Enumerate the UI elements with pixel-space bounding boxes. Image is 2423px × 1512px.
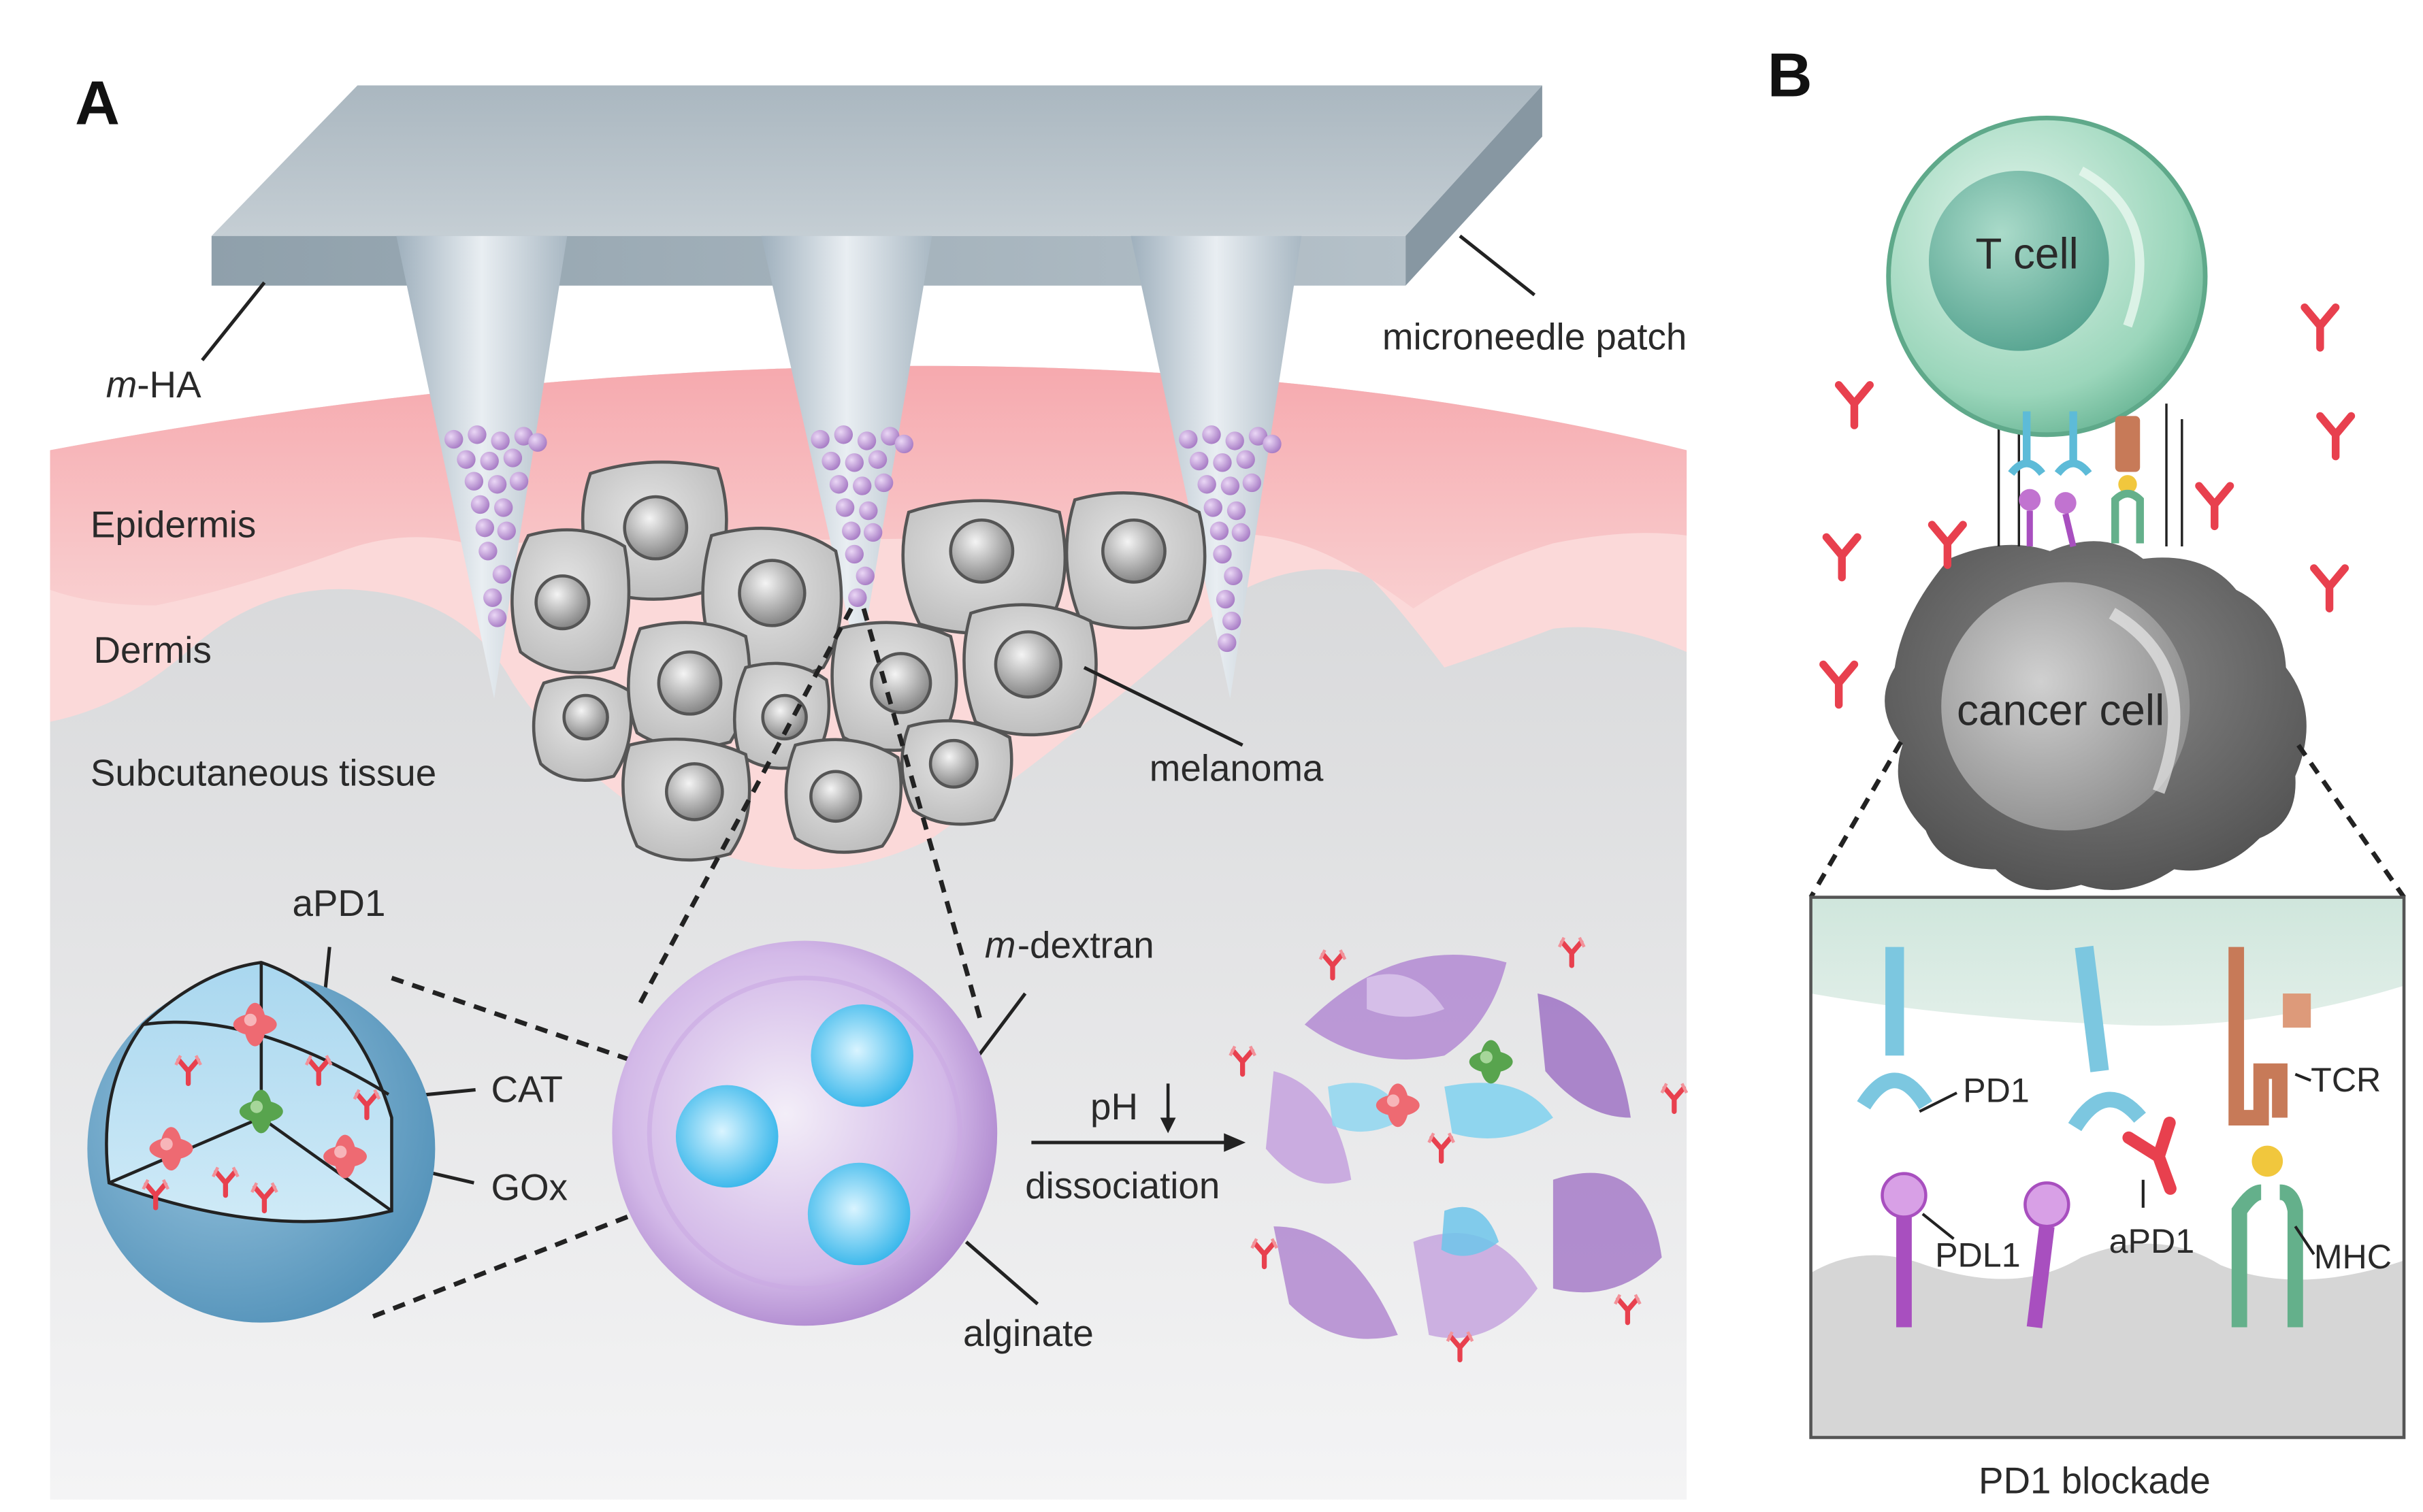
needle-particles bbox=[444, 425, 1282, 653]
subcutaneous-label: Subcutaneous tissue bbox=[91, 751, 436, 793]
alginate-particle bbox=[612, 940, 998, 1326]
zoom-lines-b bbox=[1808, 740, 2406, 899]
t-cell-label: T cell bbox=[1975, 229, 2078, 278]
pd1-zoom-box bbox=[1809, 895, 2406, 1439]
gox-label: GOx bbox=[491, 1166, 568, 1208]
melanoma-label: melanoma bbox=[1150, 747, 1324, 789]
m-ha-prefix: m bbox=[106, 363, 137, 406]
pd1-blocked bbox=[2023, 945, 2177, 1328]
apd1-label-b: aPD1 bbox=[2109, 1222, 2195, 1260]
panel-a-letter: A bbox=[75, 69, 120, 138]
alginate-label: alginate bbox=[963, 1312, 1094, 1354]
capsule-bead bbox=[811, 1004, 913, 1107]
apd1-label-a: aPD1 bbox=[292, 882, 385, 924]
tcr-label: TCR bbox=[2311, 1061, 2381, 1099]
dissociation-arrow bbox=[1031, 1083, 1246, 1152]
microneedle-patch-label: microneedle patch bbox=[1382, 315, 1687, 357]
patch-top bbox=[211, 85, 1542, 236]
panel-b-letter: B bbox=[1768, 40, 1812, 110]
cancer-cell bbox=[1885, 541, 2307, 890]
m-dextran-prefix: m bbox=[985, 924, 1016, 966]
needle-middle bbox=[761, 235, 932, 668]
cat-label: CAT bbox=[491, 1068, 562, 1111]
enzyme-capsule bbox=[87, 961, 436, 1323]
pd1-receptor bbox=[1857, 947, 1933, 1328]
synapse-receptors bbox=[2008, 411, 2144, 548]
patch-side bbox=[1405, 85, 1542, 286]
m-dextran-label: -dextran bbox=[1018, 924, 1154, 966]
dermis-label: Dermis bbox=[93, 629, 211, 671]
pdl1-label: PDL1 bbox=[1935, 1236, 2021, 1275]
needle-left bbox=[396, 235, 568, 699]
dissociated-particle bbox=[1230, 938, 1687, 1360]
subcutaneous-layer bbox=[50, 365, 1687, 1500]
t-cell bbox=[1886, 115, 2208, 438]
epidermis-label: Epidermis bbox=[91, 503, 256, 545]
cancer-cell-label: cancer cell bbox=[1957, 685, 2164, 734]
dissociation-label: dissociation bbox=[1025, 1164, 1220, 1206]
pd1-blockade-caption: PD1 blockade bbox=[1979, 1460, 2211, 1502]
tcr-mhc bbox=[2228, 947, 2311, 1328]
m-ha-label: -HA bbox=[137, 363, 201, 406]
capsule-bead bbox=[675, 1085, 779, 1188]
pd1-label: PD1 bbox=[1963, 1072, 2030, 1110]
pdl1-ligand bbox=[1881, 1172, 1928, 1219]
capsule-bead bbox=[807, 1162, 911, 1266]
mhc-label: MHC bbox=[2314, 1238, 2392, 1276]
ph-label: pH bbox=[1090, 1085, 1138, 1128]
melanoma-cluster bbox=[510, 460, 1207, 862]
pdl1-ligand bbox=[2023, 1181, 2070, 1228]
